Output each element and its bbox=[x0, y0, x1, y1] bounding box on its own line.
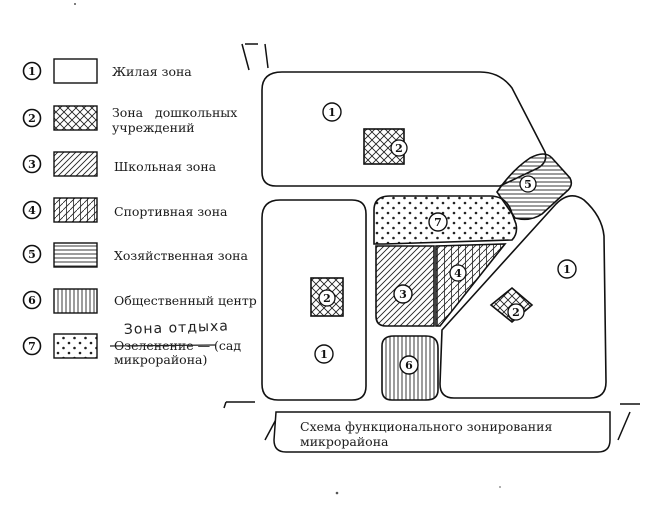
legend-label: Зона дошкольных bbox=[112, 105, 237, 120]
street-edge bbox=[264, 43, 269, 69]
marker-zone-3: 3 bbox=[393, 284, 413, 304]
legend-swatch-horizontal bbox=[53, 242, 98, 268]
svg-text:2: 2 bbox=[323, 292, 331, 305]
legend-number: 5 bbox=[28, 248, 36, 261]
zone-sports bbox=[435, 243, 507, 327]
street-edge bbox=[241, 43, 250, 71]
marker-zone-2-top: 2 bbox=[390, 139, 408, 157]
legend-number-circle bbox=[22, 290, 42, 310]
legend-number-circle bbox=[22, 61, 42, 81]
legend: 1 Жилая зона 2 Зона дошкольных учреждени… bbox=[22, 58, 257, 367]
marker-zone-1-left: 1 bbox=[314, 344, 334, 364]
caption-line-2: микрорайона bbox=[300, 434, 389, 449]
legend-number: 2 bbox=[28, 112, 36, 125]
svg-text:1: 1 bbox=[563, 263, 571, 276]
svg-text:1: 1 bbox=[320, 348, 328, 361]
legend-item-4: 4 Спортивная зона bbox=[22, 197, 228, 223]
legend-label-line2: микрорайона) bbox=[114, 352, 207, 367]
strike-through-line bbox=[109, 344, 216, 347]
legend-number-circle bbox=[22, 154, 42, 174]
legend-label: Общественный центр bbox=[114, 293, 257, 308]
legend-swatch-vertical bbox=[53, 288, 98, 314]
legend-item-2: 2 Зона дошкольных учреждений bbox=[22, 105, 237, 135]
legend-label-line2: учреждений bbox=[112, 120, 195, 135]
scan-speck bbox=[74, 3, 76, 5]
legend-number: 6 bbox=[28, 294, 36, 307]
scan-speck bbox=[335, 491, 339, 495]
legend-swatch-dots bbox=[53, 333, 98, 359]
legend-number: 4 bbox=[28, 204, 36, 217]
legend-swatch-diagonal-vertical bbox=[53, 197, 98, 223]
legend-label: Хозяйственная зона bbox=[114, 248, 248, 263]
svg-text:2: 2 bbox=[395, 142, 403, 155]
handwritten-note: Зона отдыха bbox=[124, 318, 230, 338]
zone-markers: 1 2 5 7 1 2 3 4 bbox=[314, 102, 577, 375]
street-edge bbox=[223, 401, 227, 409]
legend-swatch-crosshatch bbox=[53, 105, 98, 131]
svg-text:4: 4 bbox=[454, 267, 462, 280]
marker-zone-5: 5 bbox=[519, 175, 537, 193]
legend-label: Жилая зона bbox=[112, 64, 192, 79]
legend-item-7: 7 Озеленение — (сад микрорайона) Зона от… bbox=[22, 318, 241, 367]
legend-label: Спортивная зона bbox=[114, 204, 228, 219]
svg-text:2: 2 bbox=[512, 306, 520, 319]
svg-text:3: 3 bbox=[399, 288, 407, 301]
scan-speck bbox=[499, 486, 501, 488]
svg-text:6: 6 bbox=[405, 359, 413, 372]
marker-zone-1-top: 1 bbox=[322, 102, 342, 122]
marker-zone-2-right: 2 bbox=[507, 303, 525, 321]
caption-line-1: Схема функционального зонирования bbox=[300, 419, 552, 434]
legend-item-3: 3 Школьная зона bbox=[22, 151, 217, 177]
legend-number-circle bbox=[22, 200, 42, 220]
legend-swatch-diagonal bbox=[53, 151, 98, 177]
streets bbox=[223, 43, 640, 441]
marker-zone-2-left: 2 bbox=[318, 289, 336, 307]
legend-number-circle bbox=[22, 336, 42, 356]
marker-zone-7: 7 bbox=[428, 212, 448, 232]
legend-item-1: 1 Жилая зона bbox=[22, 58, 192, 84]
marker-zone-1-right: 1 bbox=[557, 259, 577, 279]
street-edge bbox=[617, 411, 631, 441]
legend-label: Школьная зона bbox=[114, 159, 217, 174]
marker-zone-4: 4 bbox=[449, 264, 467, 282]
legend-number: 1 bbox=[28, 65, 36, 78]
legend-swatch-blank bbox=[53, 58, 98, 84]
svg-text:7: 7 bbox=[434, 216, 442, 229]
svg-text:5: 5 bbox=[524, 178, 532, 191]
caption-box bbox=[273, 411, 611, 453]
legend-item-6: 6 Общественный центр bbox=[22, 288, 257, 314]
marker-zone-6: 6 bbox=[399, 355, 419, 375]
legend-number: 3 bbox=[28, 158, 36, 171]
legend-number-circle bbox=[22, 244, 42, 264]
legend-item-5: 5 Хозяйственная зона bbox=[22, 242, 248, 268]
legend-number: 7 bbox=[28, 340, 36, 353]
legend-number-circle bbox=[22, 108, 42, 128]
svg-text:1: 1 bbox=[328, 106, 336, 119]
zones bbox=[261, 71, 607, 401]
